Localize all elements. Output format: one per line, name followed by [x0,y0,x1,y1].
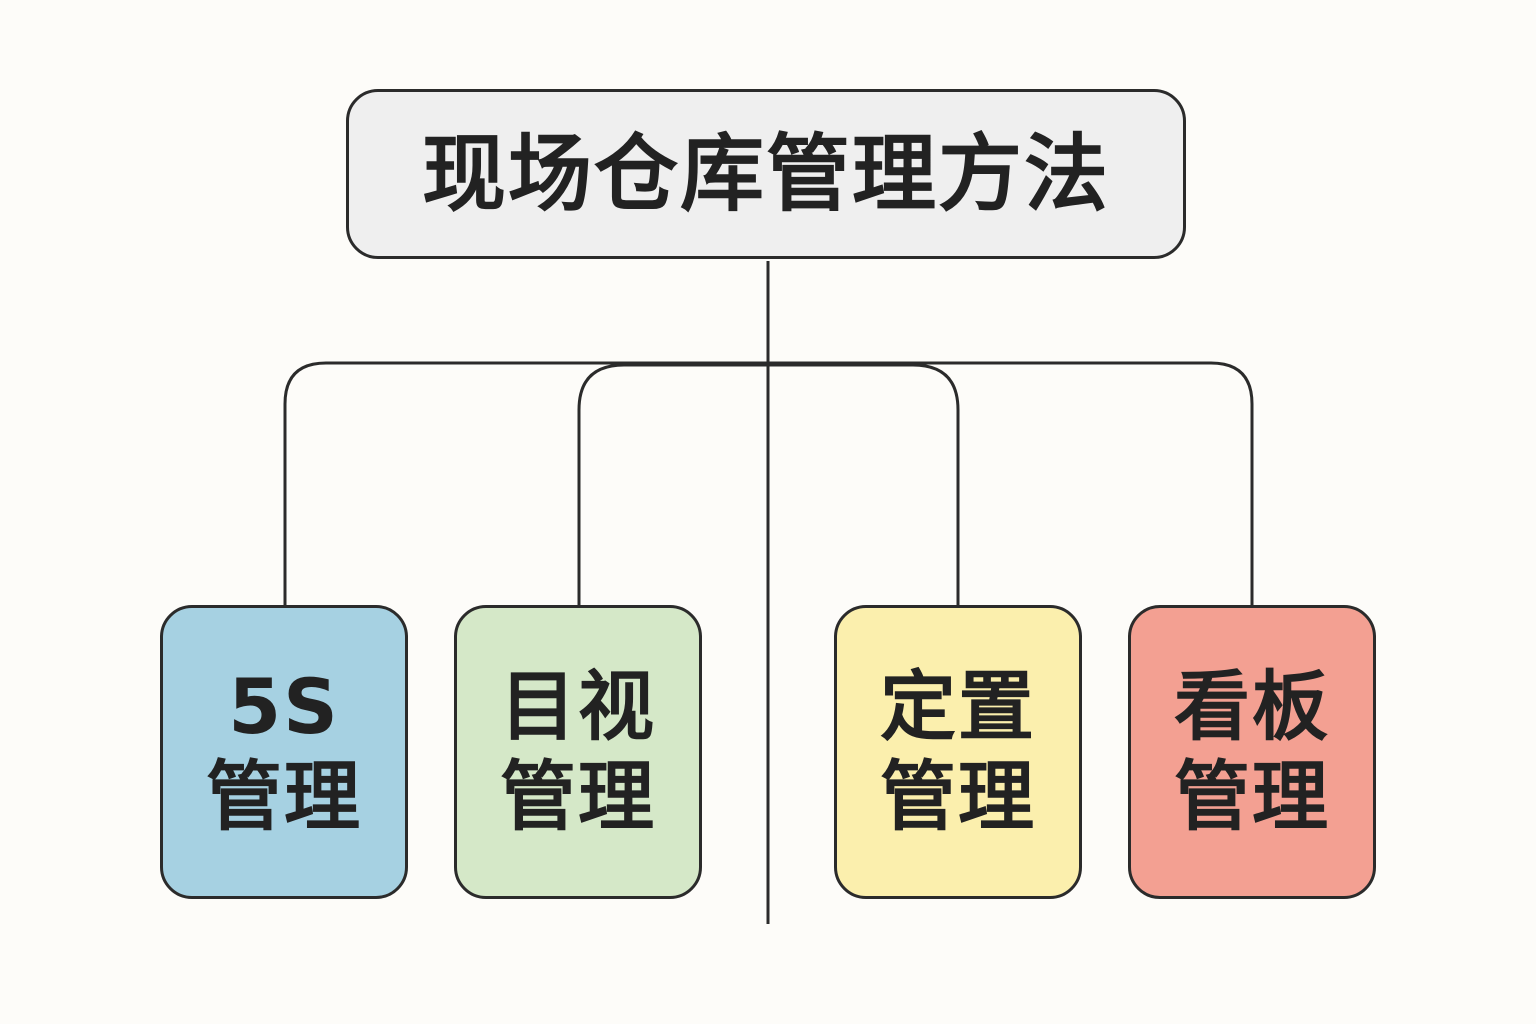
node-5s-management: 5S 管理 [160,605,408,899]
node-label-line1: 5S [228,662,340,751]
root-node: 现场仓库管理方法 [346,89,1186,259]
node-label-line2: 管理 [206,752,362,841]
node-visual-management: 目视 管理 [454,605,702,899]
node-position-management: 定置 管理 [834,605,1082,899]
node-kanban-management: 看板 管理 [1128,605,1376,899]
node-label-line1: 定置 [880,662,1036,751]
root-title: 现场仓库管理方法 [421,125,1110,223]
node-label-line2: 管理 [1174,752,1330,841]
branch-outer [283,361,1254,605]
node-label-line2: 管理 [880,752,1036,841]
node-label-line2: 管理 [500,752,656,841]
branch-inner [577,363,960,605]
node-label-line1: 看板 [1174,662,1330,751]
node-label-line1: 目视 [500,662,656,751]
